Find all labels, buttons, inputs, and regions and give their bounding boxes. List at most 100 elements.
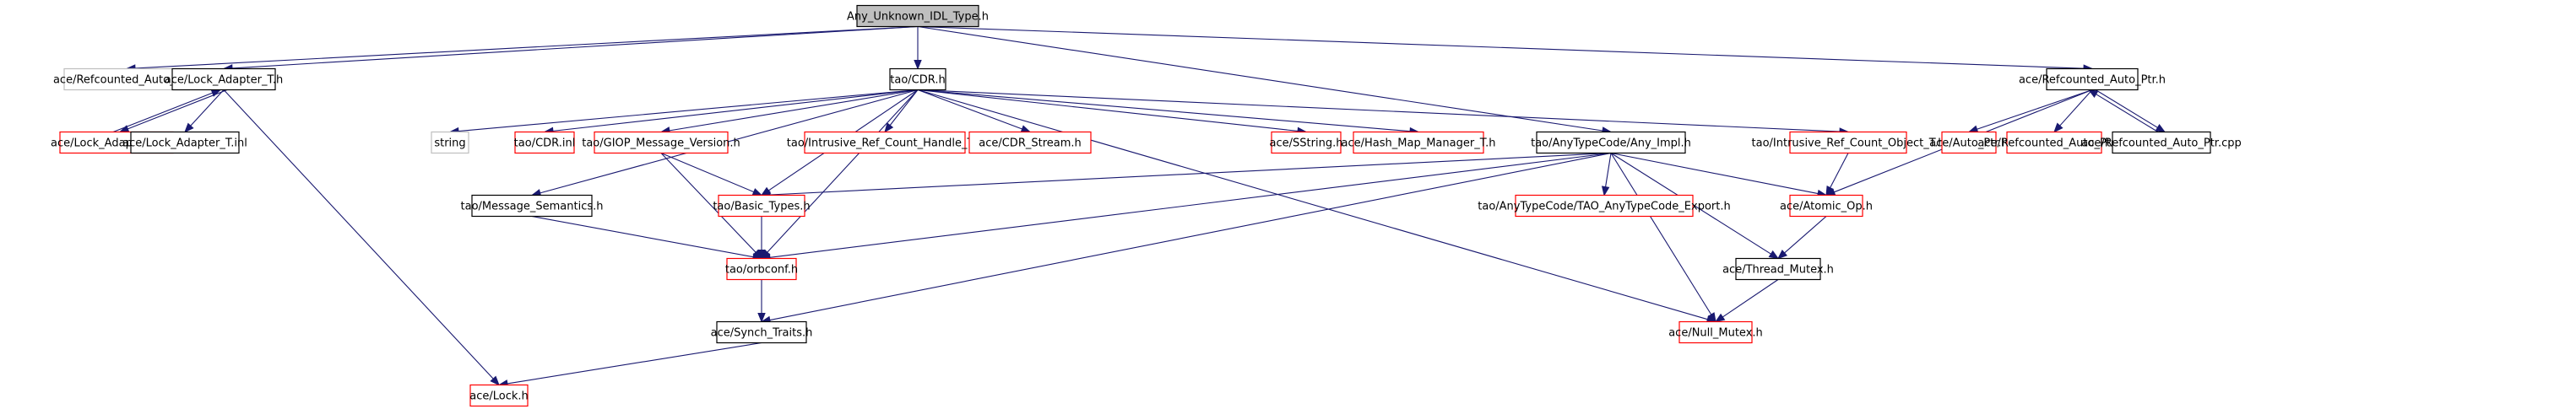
arrowhead-icon [184,122,194,133]
node-refauto-inl[interactable]: ace/Refcounted_Auto_Ptr.inl [1977,131,2131,154]
node-label: ace/Lock_Adapter_T.inl [122,137,247,150]
edge-lockadapter-to-lockadapter_cpp [118,89,228,133]
node-irc-object[interactable]: tao/Intrusive_Ref_Count_Object_T.h [1752,131,1945,154]
edge-refauto-to-refauto_cpp [2095,89,2167,133]
edge-root-to-cdr [914,26,922,70]
edge-line [767,89,919,253]
edge-line [769,152,1612,258]
node-label: ace/Thread_Mutex.h [1722,264,1834,277]
node-synch-traits[interactable]: ace/Synch_Traits.h [711,320,813,344]
node-box [968,131,1092,154]
edge-line [1610,152,1819,195]
node-box [1515,194,1694,218]
edge-root-to-anyimpl [917,25,1613,135]
arrowhead-icon [1776,250,1788,260]
node-refauto-cpp[interactable]: ace/Refcounted_Auto_Ptr.cpp [2081,131,2242,154]
node-root[interactable]: Any_Unknown_IDL_Type.h [847,4,989,28]
edge-refauto-to-auto_ptr [1967,89,2093,133]
node-sstring[interactable]: ace/SString.h [1270,131,1343,154]
node-label: Any_Unknown_IDL_Type.h [847,11,989,24]
node-box [594,131,729,154]
node-auto-ptr[interactable]: ace/Auto_Ptr.h [1929,131,2009,154]
edge-cdr-to-irc_object [917,89,1850,136]
node-box [856,4,979,28]
edge-line [2059,89,2093,126]
node-atomic-op[interactable]: ace/Atomic_Op.h [1780,194,1873,218]
arrowhead-icon [914,60,922,70]
arrowhead-icon [1020,125,1032,133]
edge-line [112,92,213,133]
node-label: tao/orbconf.h [725,264,798,277]
node-hashmap[interactable]: ace/Hash_Map_Manager_T.h [1342,131,1496,154]
edge-line [2095,89,2158,128]
node-irc-handle[interactable]: tao/Intrusive_Ref_Count_Handle_T.h [787,131,983,154]
arrowhead-icon [2155,123,2167,133]
edge-lockadapter-to-lock [223,89,500,386]
edge-cdr-to-giop [659,89,919,135]
node-refauto-ext: ace/Refcounted_Auto_Ptr.h [53,67,200,91]
node-box [469,384,529,407]
edge-line [1722,279,1779,318]
node-cdr-inl[interactable]: tao/CDR.inl [514,131,576,154]
node-msgsem[interactable]: tao/Message_Semantics.h [461,194,604,218]
edge-line [917,89,1022,130]
edge-line [2096,94,2159,132]
node-box [130,131,240,154]
edge-anyimpl-to-synch_traits [760,152,1612,325]
node-label: ace/Hash_Map_Manager_T.h [1342,137,1496,150]
node-lock[interactable]: ace/Lock.h [469,384,529,407]
edge-basic_types-to-orbconf [757,216,766,260]
node-box [1735,257,1821,281]
node-box [471,194,593,218]
node-box [1941,131,1997,154]
node-label: tao/Message_Semantics.h [461,201,604,213]
edge-line [660,152,754,193]
node-box [431,131,469,154]
edge-line [917,25,1603,132]
edge-line [552,89,919,132]
node-refauto[interactable]: ace/Refcounted_Auto_Ptr.h [2019,67,2166,91]
node-anyimpl[interactable]: tao/AnyTypeCode/Any_Impl.h [1531,131,1691,154]
node-box [63,67,190,91]
edge-anyimpl-to-null_mutex [1610,153,1716,323]
node-box [889,67,946,91]
node-box [2112,131,2211,154]
node-label: tao/Intrusive_Ref_Count_Object_T.h [1752,137,1945,150]
arrowhead-icon [884,122,894,133]
edge-line [531,215,754,258]
node-cdr[interactable]: tao/CDR.h [889,67,946,91]
arrowhead-icon [2087,89,2099,99]
edge-line [917,25,2085,69]
node-label: tao/CDR.inl [514,137,576,150]
arrowhead-icon [1714,313,1726,323]
arrowhead-icon [751,188,763,196]
node-orbconf[interactable]: tao/orbconf.h [725,257,798,281]
edge-root-to-lockadapter [222,25,919,73]
edge-anyimpl-to-basic_types [760,152,1612,199]
edge-line [1784,216,1827,254]
node-thread-mutex[interactable]: ace/Thread_Mutex.h [1722,257,1834,281]
edge-refauto-to-refauto_inl [2053,89,2093,133]
edge-line [458,89,919,132]
node-atc-export[interactable]: tao/AnyTypeCode/TAO_AnyTypeCode_Export.h [1478,194,1731,218]
node-box [1678,320,1753,344]
node-box [2046,67,2139,91]
edge-line [660,153,757,253]
node-null-mutex[interactable]: ace/Null_Mutex.h [1668,320,1763,344]
node-giop[interactable]: tao/GIOP_Message_Version.h [582,131,740,154]
node-box [726,257,797,281]
node-label: tao/Intrusive_Ref_Count_Handle_T.h [787,137,983,150]
node-basic-types[interactable]: tao/Basic_Types.h [713,194,811,218]
node-cdr-stream[interactable]: ace/CDR_Stream.h [968,131,1092,154]
node-lockadapter-inl[interactable]: ace/Lock_Adapter_T.inl [122,131,247,154]
node-string: string [431,131,469,154]
edge-cdr-to-orbconf [761,89,919,260]
edge-line [769,152,1612,321]
node-label: tao/Basic_Types.h [713,201,810,213]
node-label: ace/Refcounted_Auto_Ptr.h [2019,74,2166,87]
edge-cdr-to-irc_handle [884,89,919,133]
edge-orbconf-to-synch_traits [757,279,766,323]
node-lockadapter[interactable]: ace/Lock_Adapter_T.h [165,67,283,91]
node-label: ace/Refcounted_Auto_Ptr.inl [1977,137,2130,150]
